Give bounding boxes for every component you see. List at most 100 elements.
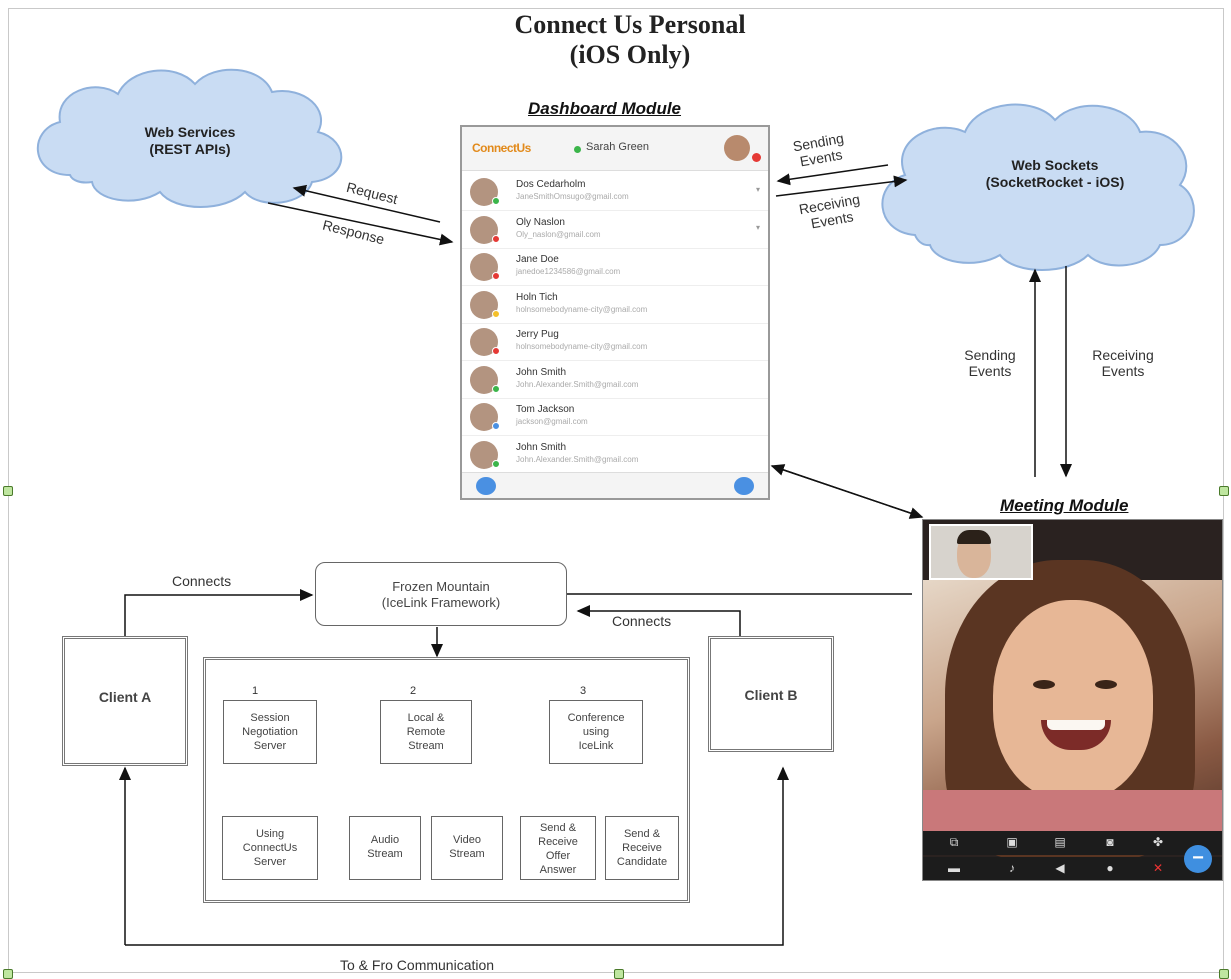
local-remote-stream-box: Local & Remote Stream — [380, 700, 472, 764]
session-line-2: Negotiation — [242, 726, 298, 738]
web-services-cloud-shape — [36, 68, 343, 208]
remote-participant-face — [993, 600, 1153, 800]
contact-list-item[interactable]: Tom Jackson jackson@gmail.com — [462, 398, 768, 436]
contact-name: Oly Naslon — [516, 216, 565, 228]
send-receive-candidate-box: Send & Receive Candidate — [605, 816, 679, 880]
contact-list-item[interactable]: Jerry Pug holnsomebodyname-city@gmail.com — [462, 323, 768, 361]
remote-teeth — [1047, 720, 1105, 730]
meeting-controls-row-1: ⧉ ▣ ▤ ◙ ✤ — [923, 831, 1222, 855]
chat-icon[interactable]: ▤ — [1054, 835, 1066, 849]
contact-name: Jane Doe — [516, 254, 559, 265]
using-line-2: ConnectUs — [242, 842, 298, 854]
contact-email: John.Alexander.Smith@gmail.com — [516, 454, 639, 464]
client-a-label: Client A — [98, 689, 152, 705]
step-number-3: 3 — [580, 685, 587, 697]
sending-events-side-line-1: Sending — [964, 347, 1016, 363]
title-line-1: Connect Us Personal — [514, 10, 746, 39]
dashboard-header: ConnectUs Sarah Green — [462, 127, 768, 171]
chevron-down-icon[interactable]: ▾ — [756, 222, 761, 232]
audio-line-1: Audio — [370, 834, 400, 846]
contact-list-item[interactable]: Jane Doe janedoe1234586@gmail.com — [462, 248, 768, 286]
meeting-module-title: Meeting Module — [1000, 496, 1129, 515]
offer-line-3: Offer — [545, 850, 571, 862]
contact-name: Dos Cedarholm — [516, 179, 586, 190]
video-toggle-icon[interactable]: ▬ — [948, 861, 960, 875]
app-logo: ConnectUs — [472, 141, 531, 155]
offer-line-1: Send & — [539, 822, 577, 834]
contact-name: Holn Tich — [516, 291, 558, 303]
chevron-down-icon[interactable]: ▾ — [756, 185, 761, 194]
conference-icelink-box: Conference using IceLink — [549, 700, 643, 764]
using-connectus-server-box: Using ConnectUs Server — [222, 816, 318, 880]
end-call-icon[interactable]: ✕ — [1152, 861, 1164, 875]
notification-badge-icon — [752, 153, 761, 162]
conference-line-3: IceLink — [578, 740, 614, 752]
contact-name: Jerry Pug — [516, 329, 559, 340]
dashboard-footer — [462, 472, 768, 498]
title-line-2: (iOS Only) — [569, 40, 691, 69]
presence-status-icon — [492, 384, 500, 393]
web-sockets-line-1: Web Sockets — [1011, 157, 1099, 173]
speaker-icon[interactable]: ◀ — [1055, 861, 1065, 875]
document-icon[interactable]: ▣ — [1006, 835, 1018, 849]
more-options-button[interactable] — [734, 477, 754, 495]
video-line-2: Stream — [449, 848, 485, 860]
step-number-1: 1 — [252, 685, 259, 697]
participants-icon[interactable]: ✤ — [1152, 835, 1164, 849]
session-line-1: Session — [250, 712, 290, 724]
contact-name: Tom Jackson — [516, 404, 575, 415]
local-line-1: Local & — [407, 712, 445, 724]
minimize-button[interactable]: − — [1184, 845, 1212, 873]
contact-email: holnsomebodyname-city@gmail.com — [516, 342, 648, 351]
contact-email: John.Alexander.Smith@gmail.com — [516, 379, 639, 389]
candidate-line-3: Candidate — [616, 856, 668, 868]
conference-line-2: using — [582, 726, 610, 738]
client-a-box: Client A — [62, 636, 188, 766]
user-avatar[interactable] — [724, 135, 750, 161]
step-number-2: 2 — [410, 685, 417, 697]
camera-switch-icon[interactable]: ◙ — [1106, 835, 1114, 849]
presence-status-icon — [492, 347, 500, 355]
using-line-3: Server — [253, 856, 287, 868]
send-receive-offer-answer-box: Send & Receive Offer Answer — [520, 816, 596, 880]
frozen-mountain-box: Frozen Mountain (IceLink Framework) — [315, 562, 567, 626]
frozen-mountain-line-2: (IceLink Framework) — [381, 595, 501, 610]
contact-email: holnsomebodyname-city@gmail.com — [516, 304, 648, 314]
web-services-line-2: (REST APIs) — [149, 141, 231, 157]
self-view-hair — [957, 530, 991, 544]
presence-status-icon — [492, 234, 500, 243]
web-sockets-cloud-shape — [881, 103, 1195, 271]
sending-events-side-label: Sending Events — [950, 347, 1030, 379]
local-line-2: Remote — [406, 726, 446, 738]
presence-status-icon — [492, 459, 500, 468]
contact-email: JaneSmithOmsugo@gmail.com — [516, 192, 629, 201]
connects-b-label: Connects — [612, 613, 672, 629]
connects-a-label: Connects — [172, 573, 232, 589]
resize-handle-right[interactable] — [1219, 486, 1229, 496]
screen-share-icon[interactable]: ⧉ — [949, 835, 959, 849]
receiving-events-side-line-1: Receiving — [1092, 347, 1154, 363]
presence-status-icon — [492, 422, 500, 430]
self-view-thumbnail[interactable] — [929, 524, 1033, 580]
microphone-icon[interactable]: ♪ — [1009, 861, 1015, 875]
record-icon[interactable]: ● — [1106, 861, 1114, 875]
resize-handle-left[interactable] — [3, 486, 13, 496]
contact-name: John Smith — [516, 366, 567, 378]
contact-email: janedoe1234586@gmail.com — [516, 267, 621, 276]
video-stream-box: Video Stream — [431, 816, 503, 880]
web-sockets-label: Web Sockets (SocketRocket - iOS) — [945, 157, 1165, 191]
presence-status-icon — [492, 309, 500, 318]
local-line-3: Stream — [408, 740, 444, 752]
frozen-mountain-line-1: Frozen Mountain — [392, 579, 490, 594]
candidate-line-2: Receive — [622, 842, 662, 854]
add-contact-button[interactable] — [476, 477, 496, 495]
contact-email: jackson@gmail.com — [516, 417, 588, 426]
web-services-line-1: Web Services — [144, 124, 236, 140]
audio-stream-box: Audio Stream — [349, 816, 421, 880]
